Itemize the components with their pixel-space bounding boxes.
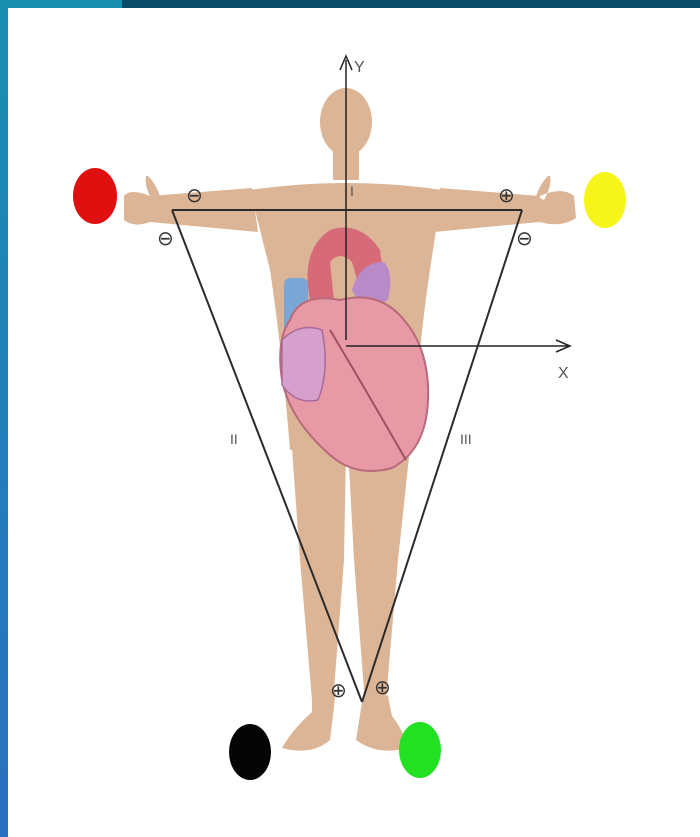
right-leg (292, 448, 346, 700)
left-arm-electrode (584, 172, 626, 228)
right-foot (282, 690, 336, 751)
lead-i-positive-sign: ⊕ (498, 183, 515, 207)
lead-ii-positive-sign: ⊕ (330, 678, 347, 702)
left-leg-electrode (399, 722, 441, 778)
right-leg-electrode (229, 724, 271, 780)
y-axis-label: Y (354, 59, 365, 76)
right-arm-electrode (73, 168, 117, 224)
lead-ii-negative-sign: ⊖ (157, 226, 174, 250)
lead-iii-label: III (460, 431, 472, 447)
lead-iii-negative-sign: ⊖ (516, 226, 533, 250)
lead-ii-label: II (230, 431, 238, 447)
lead-iii-positive-sign: ⊕ (374, 675, 391, 699)
x-axis-label: X (558, 365, 569, 382)
lead-i-label: I (350, 183, 354, 199)
left-hand (536, 176, 576, 224)
heart-atrium (282, 328, 325, 401)
left-leg (348, 448, 410, 700)
lead-i-negative-sign: ⊖ (186, 183, 203, 207)
